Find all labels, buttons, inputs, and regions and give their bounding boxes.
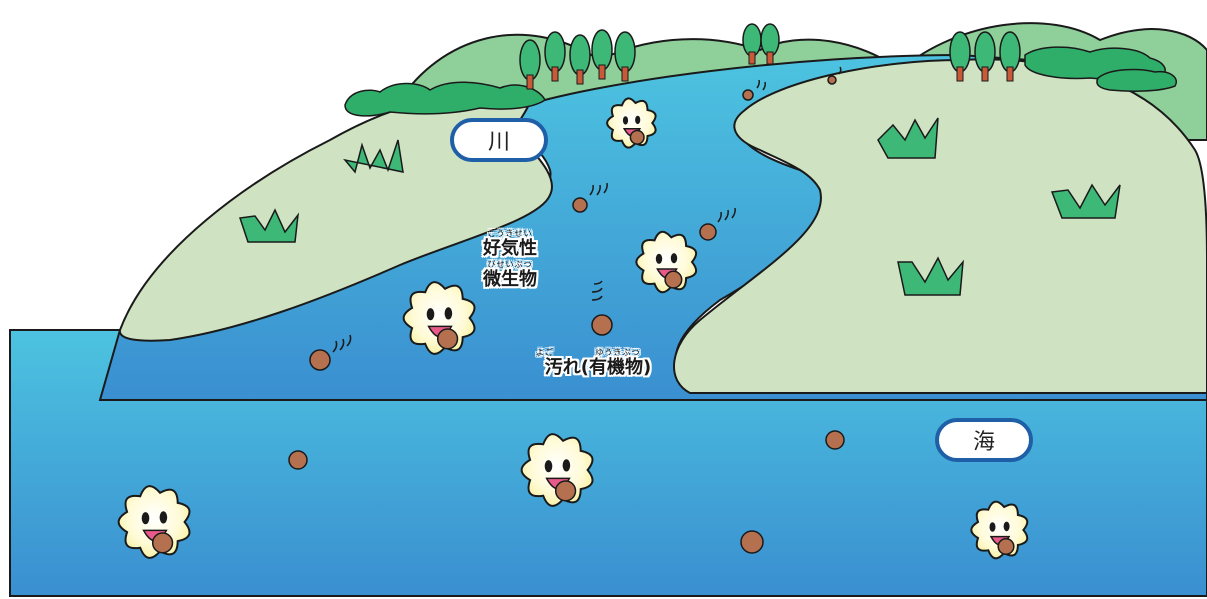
dirt-particle-eaten <box>664 270 683 289</box>
microbe-character <box>117 485 191 559</box>
microbe-character <box>520 433 594 507</box>
microbe-eye <box>989 522 996 532</box>
dirt-ruby: よご ゆうきぶつ <box>528 348 668 357</box>
dirt-annotation: よご ゆうきぶつ 汚れ(有機物) <box>528 348 668 379</box>
dirt-particle <box>740 530 764 554</box>
aerobic-text: 好気性 <box>483 238 537 259</box>
microbe-eye <box>622 116 629 125</box>
dirt-particle <box>827 75 837 85</box>
dirt-particle-eaten <box>629 129 645 145</box>
microbe-character <box>402 281 476 355</box>
dirt-particle <box>288 450 308 470</box>
river-label-text: 川 <box>487 130 510 155</box>
dirt-particle-eaten <box>554 480 577 502</box>
dirt-particle-eaten <box>151 532 174 554</box>
microbes <box>117 97 1029 560</box>
microbe-ruby: びせいぶつ <box>487 260 533 269</box>
microbe-eye <box>1003 521 1010 532</box>
trees <box>519 23 1021 90</box>
dirt-particle-eaten <box>436 328 459 350</box>
bushes <box>344 46 1177 117</box>
dirt-particle <box>742 89 754 101</box>
microbe-eye <box>444 307 453 320</box>
microbe-text: 微生物 <box>483 269 537 290</box>
dirt-particle-eaten <box>997 537 1015 556</box>
microbe-character <box>970 500 1029 560</box>
dirt-ruby-organic: ゆうきぶつ <box>595 348 641 357</box>
dirt-particle <box>699 223 717 241</box>
river-label: 川 <box>450 118 548 162</box>
dirt-text: 汚れ(有機物) <box>544 357 652 378</box>
sea-label: 海 <box>935 418 1033 462</box>
grass-tufts <box>239 117 1121 296</box>
dirt-ruby-yogo: よご <box>536 348 554 357</box>
aerobic-microbe-annotation: こうきせい 好気性 びせいぶつ 微生物 <box>470 229 550 291</box>
microbe-eye <box>426 308 435 321</box>
microbe-character <box>606 97 657 149</box>
dirt-particles <box>288 75 845 554</box>
dirt-particle <box>825 430 845 450</box>
microbe-character <box>635 230 698 294</box>
motion-lines <box>332 66 842 353</box>
dirt-particle <box>309 349 331 371</box>
microbe-eye <box>635 115 641 125</box>
dirt-particle <box>591 314 613 336</box>
aerobic-ruby: こうきせい <box>487 229 533 238</box>
microbe-eye <box>670 253 678 264</box>
microbe-eye <box>562 459 571 472</box>
microbe-eye <box>141 512 150 525</box>
microbe-eye <box>655 253 663 264</box>
microbe-eye <box>159 511 168 524</box>
sea-label-text: 海 <box>972 430 995 455</box>
microbe-eye <box>544 460 553 473</box>
dirt-particle <box>572 197 588 213</box>
